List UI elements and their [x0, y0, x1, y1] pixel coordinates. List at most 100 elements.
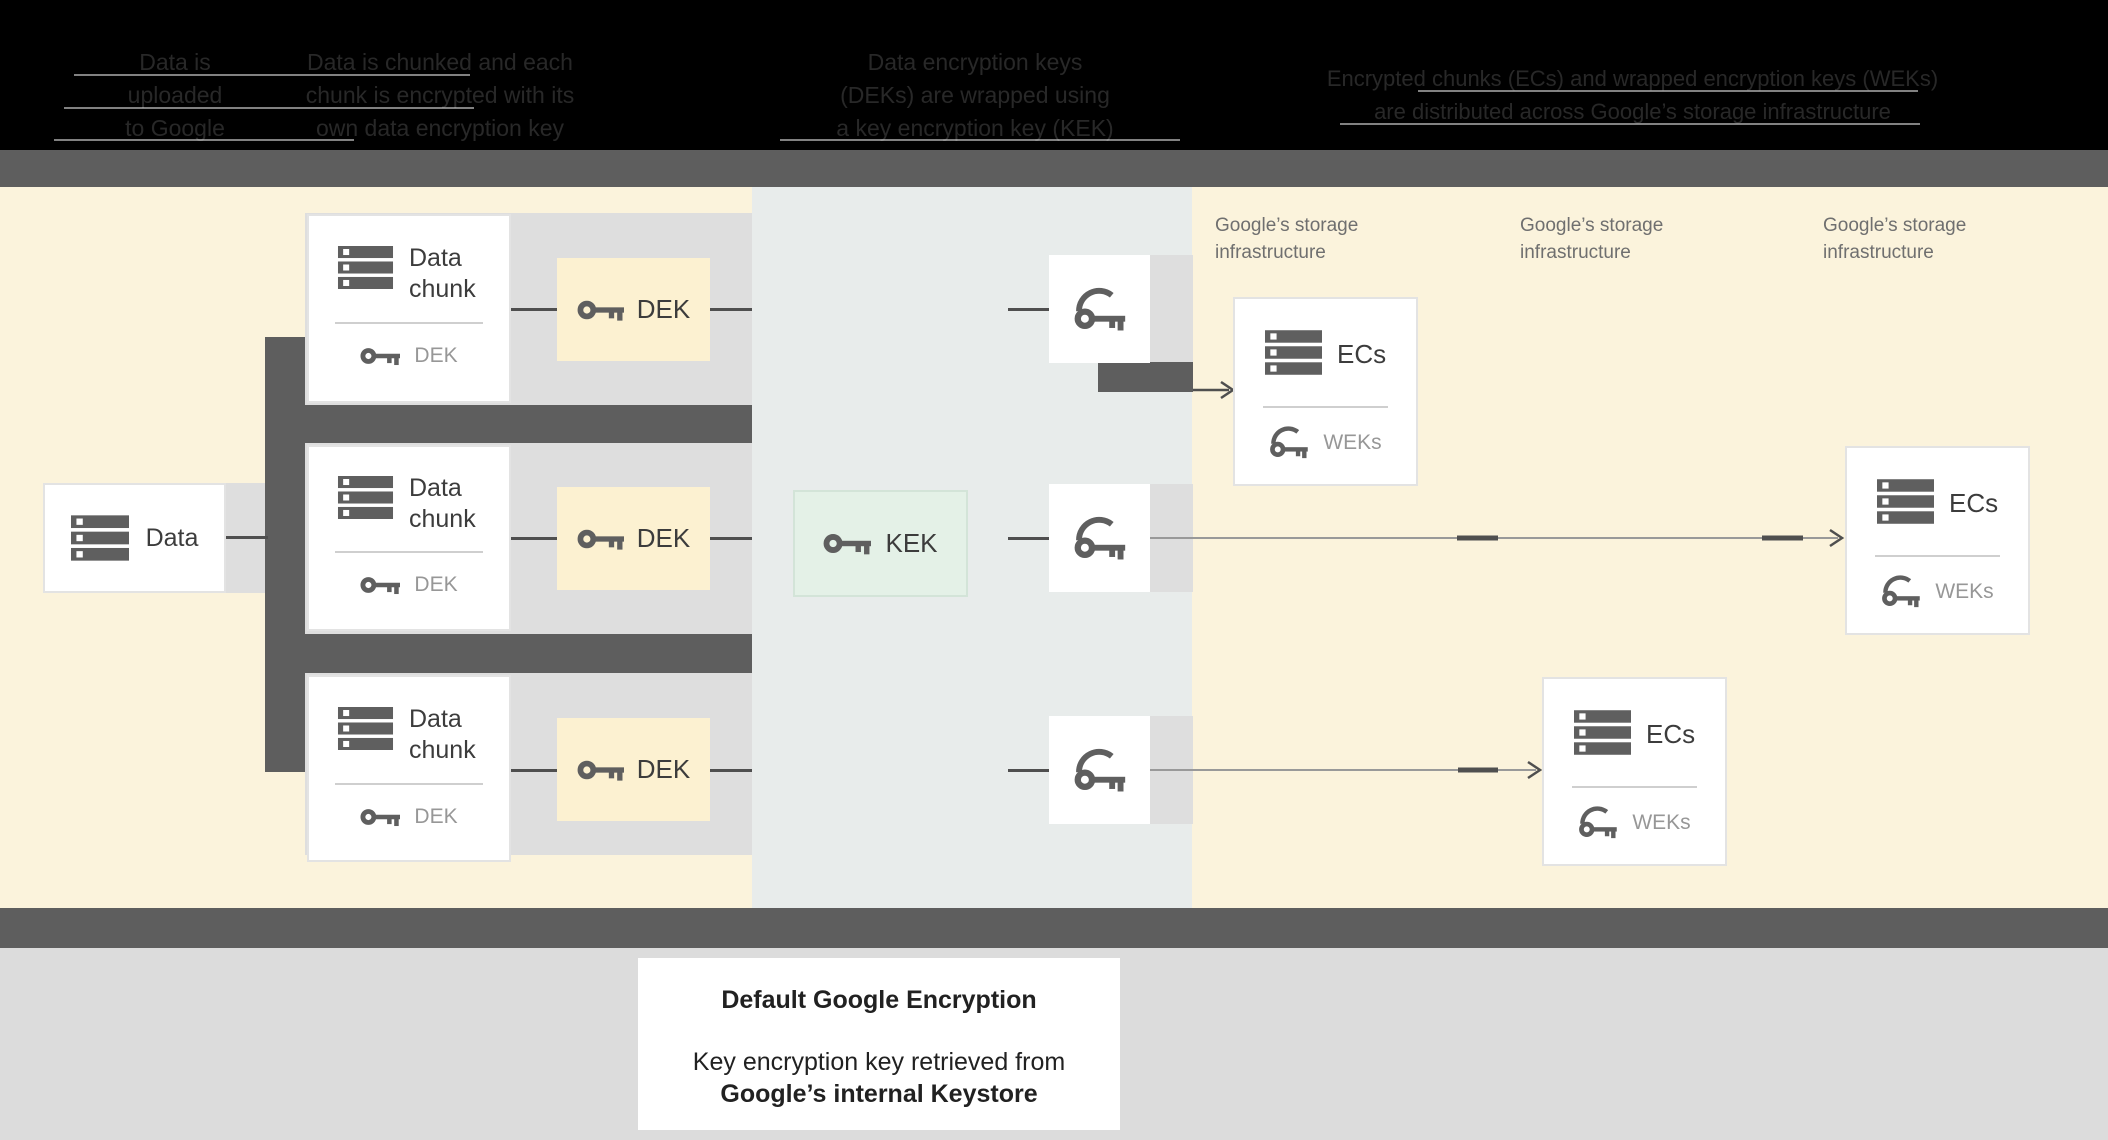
caption-line: Data is: [139, 49, 211, 75]
dek-key-row: DEK: [309, 573, 509, 597]
storage-infrastructure-label-3: Google’s storage infrastructure: [1823, 212, 1966, 266]
wrapped-key-icon: [1269, 425, 1309, 460]
caption-line: a key encryption key (KEK): [836, 115, 1114, 141]
connector-line: [511, 537, 557, 540]
storage-label-line: infrastructure: [1823, 242, 1934, 263]
key-icon: [360, 345, 400, 367]
ecs-box-3: ECs WEKs: [1542, 677, 1727, 866]
legend-title: Default Google Encryption: [721, 986, 1037, 1014]
wrapped-key-connector-bar: [1098, 362, 1193, 392]
dek-box-label: DEK: [636, 523, 691, 553]
header-glitch-line: [54, 139, 354, 141]
dek-box-2: DEK: [557, 487, 710, 590]
card-divider: [1263, 406, 1388, 408]
wrapped-key-icon: [1578, 805, 1618, 840]
arrow-to-ecs-1: [1193, 380, 1236, 400]
weks-key-row: WEKs: [1847, 574, 2028, 609]
wrapped-key-icon: [1073, 286, 1127, 333]
data-icon: [71, 515, 129, 561]
key-icon: [823, 530, 871, 557]
header-caption-distribution: Encrypted chunks (ECs) and wrapped encry…: [1310, 62, 1955, 128]
kek-box-label: KEK: [885, 528, 938, 558]
ecs-title: ECs: [1337, 339, 1387, 369]
data-icon: [1877, 479, 1934, 524]
row-divider-bar-1: [305, 405, 752, 443]
chunk-spine-connector: [265, 337, 307, 772]
caption-line: uploaded: [127, 82, 223, 108]
ecs-box-1: ECs WEKs: [1233, 297, 1418, 486]
data-icon: [1265, 330, 1322, 375]
weks-label: WEKs: [1323, 430, 1382, 454]
data-box: Data: [43, 483, 226, 593]
key-icon: [360, 574, 400, 596]
card-divider: [1572, 786, 1697, 788]
dek-label: DEK: [414, 344, 458, 367]
key-icon: [577, 757, 624, 783]
data-chunk-title: Data chunk: [409, 244, 476, 303]
header-glitch-line: [780, 139, 1180, 141]
wrapped-key-icon: [1881, 574, 1921, 609]
header-glitch-line: [1418, 90, 1918, 92]
data-chunk-title: Data chunk: [409, 705, 476, 764]
storage-infrastructure-label-2: Google’s storage infrastructure: [1520, 212, 1663, 266]
header-caption-upload: Data is uploaded to Google: [60, 46, 290, 145]
wrapped-key-box-3: [1049, 716, 1150, 824]
ecs-title: ECs: [1646, 719, 1696, 749]
header-captions: Data is uploaded to Google Data is chunk…: [0, 0, 2108, 174]
dek-box-1: DEK: [557, 258, 710, 361]
caption-line: Encrypted chunks (ECs) and wrapped encry…: [1326, 66, 1939, 91]
key-icon: [360, 806, 400, 828]
data-chunk-title: Data chunk: [409, 474, 476, 533]
storage-infrastructure-label-1: Google’s storage infrastructure: [1215, 212, 1358, 266]
header-caption-chunking: Data is chunked and each chunk is encryp…: [285, 46, 595, 178]
caption-line: Data encryption keys: [867, 49, 1083, 75]
caption-line: are distributed across Google’s storage …: [1374, 99, 1891, 124]
key-icon: [577, 526, 624, 552]
connector-line: [710, 537, 752, 540]
data-chunk-card-3: Data chunk DEK: [307, 675, 511, 862]
storage-label-line: Google’s storage: [1520, 215, 1664, 236]
data-icon: [1574, 710, 1631, 755]
card-divider: [335, 322, 483, 324]
header-glitch-line: [64, 107, 474, 109]
connector-line: [1008, 769, 1049, 772]
connector-line: [1008, 308, 1049, 311]
caption-line: Data is chunked and each: [307, 49, 573, 75]
data-box-label: Data: [145, 523, 199, 552]
row-divider-bar-2: [305, 634, 752, 673]
caption-line: chunk is encrypted with its: [305, 82, 575, 108]
ecs-title: ECs: [1949, 488, 1999, 518]
connector-line: [710, 769, 752, 772]
data-icon: [337, 707, 394, 750]
caption-line: (DEKs) are wrapped using: [840, 82, 1110, 108]
data-chunk-card-2: Data chunk DEK: [307, 445, 511, 631]
dek-box-label: DEK: [636, 754, 691, 784]
arrow-to-ecs-2: [1150, 528, 1845, 548]
footer-area: Default Google Encryption Key encryption…: [0, 948, 2108, 1140]
arrow-to-ecs-3: [1150, 760, 1543, 780]
data-chunk-card-1: Data chunk DEK: [307, 214, 511, 403]
kek-box: KEK: [793, 490, 968, 597]
connector-line: [511, 308, 557, 311]
legend-line-2: Google’s internal Keystore: [720, 1080, 1038, 1108]
data-icon: [337, 476, 394, 519]
wrapped-key-icon: [1073, 747, 1127, 794]
header-glitch-line: [74, 74, 470, 76]
top-separator-bar: [0, 150, 2108, 187]
dek-label: DEK: [414, 805, 458, 828]
wrapped-key-box-1: [1049, 255, 1150, 363]
storage-label-line: Google’s storage: [1823, 215, 1967, 236]
legend-caption-box: Default Google Encryption Key encryption…: [638, 958, 1120, 1130]
legend-line-1: Key encryption key retrieved from: [692, 1048, 1066, 1076]
dek-label: DEK: [414, 573, 458, 596]
weks-key-row: WEKs: [1235, 425, 1416, 460]
card-divider: [1875, 555, 2000, 557]
key-icon: [577, 297, 624, 323]
caption-line: to Google: [125, 115, 225, 141]
header-caption-wrapping: Data encryption keys (DEKs) are wrapped …: [735, 46, 1215, 145]
bottom-separator-bar: [0, 908, 2108, 948]
dek-box-3: DEK: [557, 718, 710, 821]
dek-box-label: DEK: [636, 294, 691, 324]
connector-line: [1008, 537, 1049, 540]
